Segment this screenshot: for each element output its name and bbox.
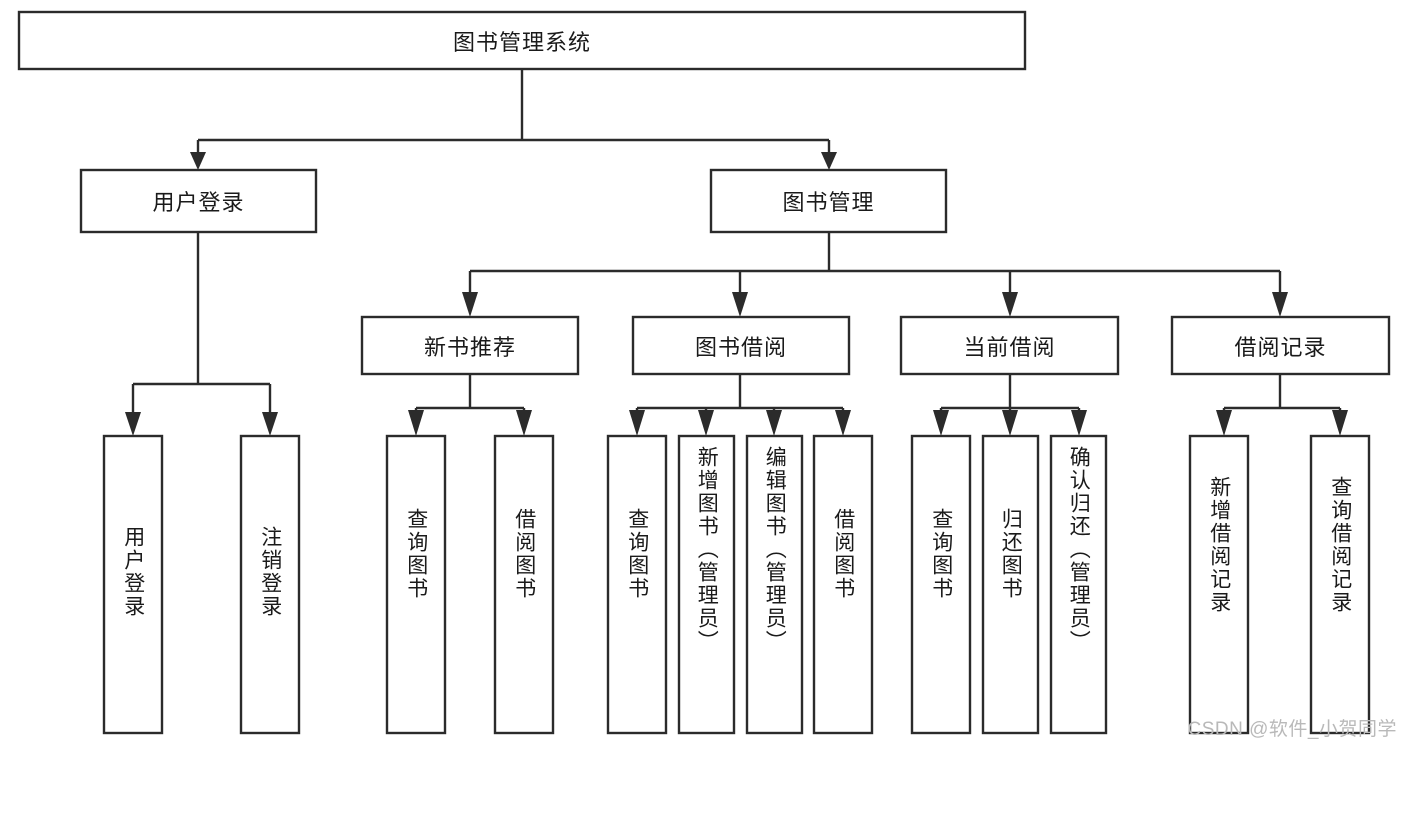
arrowhead-root-to-book-mgmt <box>821 152 837 170</box>
leaf-box-borrow-record-1[interactable] <box>1188 434 1250 735</box>
arrowhead-user-login-leaf-2 <box>262 412 278 436</box>
arrowhead-borrow-record-leaf-2 <box>1332 410 1348 436</box>
tree-diagram-svg <box>17 10 1391 735</box>
leaf-box-current-borrow-1[interactable] <box>910 434 972 735</box>
node-book-borrow-box[interactable] <box>631 315 851 376</box>
leaf-box-book-borrow-2[interactable] <box>677 434 736 735</box>
arrowhead-current-borrow-leaf-1 <box>933 410 949 436</box>
arrowhead-book-borrow-leaf-4 <box>835 410 851 436</box>
leaf-box-borrow-record-2[interactable] <box>1309 434 1371 735</box>
arrowhead-user-login-leaf-1 <box>125 412 141 436</box>
arrowhead-new-book-leaf-1 <box>408 410 424 436</box>
arrowhead-current-borrow-leaf-3 <box>1071 410 1087 436</box>
node-current-borrow-box[interactable] <box>899 315 1120 376</box>
leaf-box-current-borrow-2[interactable] <box>981 434 1040 735</box>
arrowhead-book-borrow-leaf-2 <box>698 410 714 436</box>
node-borrow-record-box[interactable] <box>1170 315 1391 376</box>
node-book-management-box[interactable] <box>709 168 948 234</box>
leaf-box-book-borrow-1[interactable] <box>606 434 668 735</box>
arrowhead-root-to-user-login <box>190 152 206 170</box>
arrowhead-book-mgmt-to-book-borrow <box>732 292 748 317</box>
arrowhead-current-borrow-leaf-2 <box>1002 410 1018 436</box>
arrowhead-book-mgmt-to-new-book <box>462 292 478 317</box>
arrowhead-borrow-record-leaf-1 <box>1216 410 1232 436</box>
arrowhead-new-book-leaf-2 <box>516 410 532 436</box>
arrowhead-book-borrow-leaf-1 <box>629 410 645 436</box>
leaf-box-user-login-2[interactable] <box>239 434 301 735</box>
node-new-book-box[interactable] <box>360 315 580 376</box>
node-user-login-box[interactable] <box>79 168 318 234</box>
leaf-box-new-book-1[interactable] <box>385 434 447 735</box>
leaf-box-new-book-2[interactable] <box>493 434 555 735</box>
arrowhead-book-mgmt-to-borrow-record <box>1272 292 1288 317</box>
leaf-box-book-borrow-3[interactable] <box>745 434 804 735</box>
diagram-canvas: 图书管理系统 用户登录 图书管理 新书推荐 图书借阅 当前借阅 借阅记录 用户登… <box>17 10 1397 740</box>
leaf-box-user-login-1[interactable] <box>102 434 164 735</box>
leaf-box-current-borrow-3[interactable] <box>1049 434 1108 735</box>
arrowhead-book-borrow-leaf-3 <box>766 410 782 436</box>
node-root-box[interactable] <box>17 10 1027 71</box>
arrowhead-book-mgmt-to-current-borrow <box>1002 292 1018 317</box>
leaf-box-book-borrow-4[interactable] <box>812 434 874 735</box>
watermark-text: CSDN @软件_小贺同学 <box>1187 719 1397 740</box>
